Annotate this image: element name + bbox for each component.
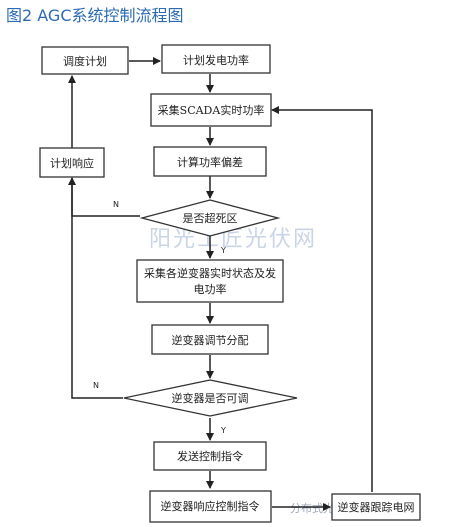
- node-calc-deviation: 计算功率偏差: [153, 146, 267, 177]
- node-dispatch-plan: 调度计划: [41, 46, 129, 75]
- node-scada-power-label: 采集SCADA实时功率: [158, 103, 265, 117]
- node-plan-response-label: 计划响应: [50, 156, 94, 170]
- edge-label-yes-1: Y: [220, 246, 226, 255]
- node-scada-power: 采集SCADA实时功率: [150, 93, 272, 127]
- node-track-grid: 逆变器跟踪电网: [331, 493, 421, 521]
- watermark-text: 阳光工匠光伏网: [149, 227, 317, 252]
- node-dispatch-alloc: 逆变器调节分配: [151, 324, 269, 355]
- node-send-cmd: 发送控制指令: [153, 441, 267, 471]
- node-plan-power-label: 计划发电功率: [183, 53, 249, 67]
- node-adjustable-label: 逆变器是否可调: [172, 391, 249, 405]
- node-collect-status: 采集各逆变器实时状态及发 电功率: [136, 259, 284, 303]
- node-respond-cmd: 逆变器响应控制指令: [149, 490, 272, 523]
- node-collect-status-label-1: 采集各逆变器实时状态及发: [144, 266, 276, 280]
- node-dispatch-plan-label: 调度计划: [63, 54, 107, 68]
- edge-track-loop: [271, 106, 373, 492]
- node-send-cmd-label: 发送控制指令: [177, 449, 243, 463]
- node-deadband-label: 是否超死区: [183, 211, 238, 225]
- node-plan-response: 计划响应: [39, 147, 105, 178]
- diagram-title: 图2 AGC系统控制流程图: [6, 6, 184, 25]
- node-adjustable: 逆变器是否可调: [123, 379, 298, 417]
- edge-label-yes-2: Y: [220, 426, 226, 435]
- node-collect-status-label-2: 电功率: [194, 282, 227, 296]
- edge-deadband-no: [68, 177, 140, 217]
- node-calc-deviation-label: 计算功率偏差: [177, 155, 243, 169]
- node-plan-power: 计划发电功率: [161, 44, 271, 74]
- edge-adjustable-no: [71, 178, 123, 399]
- node-track-grid-label: 逆变器跟踪电网: [338, 500, 415, 514]
- node-deadband: 是否超死区: [139, 199, 281, 237]
- node-dispatch-alloc-label: 逆变器调节分配: [172, 333, 249, 347]
- edge-label-no-1: N: [113, 200, 119, 209]
- node-respond-cmd-label: 逆变器响应控制指令: [161, 499, 260, 513]
- edge-label-no-2: N: [93, 381, 99, 390]
